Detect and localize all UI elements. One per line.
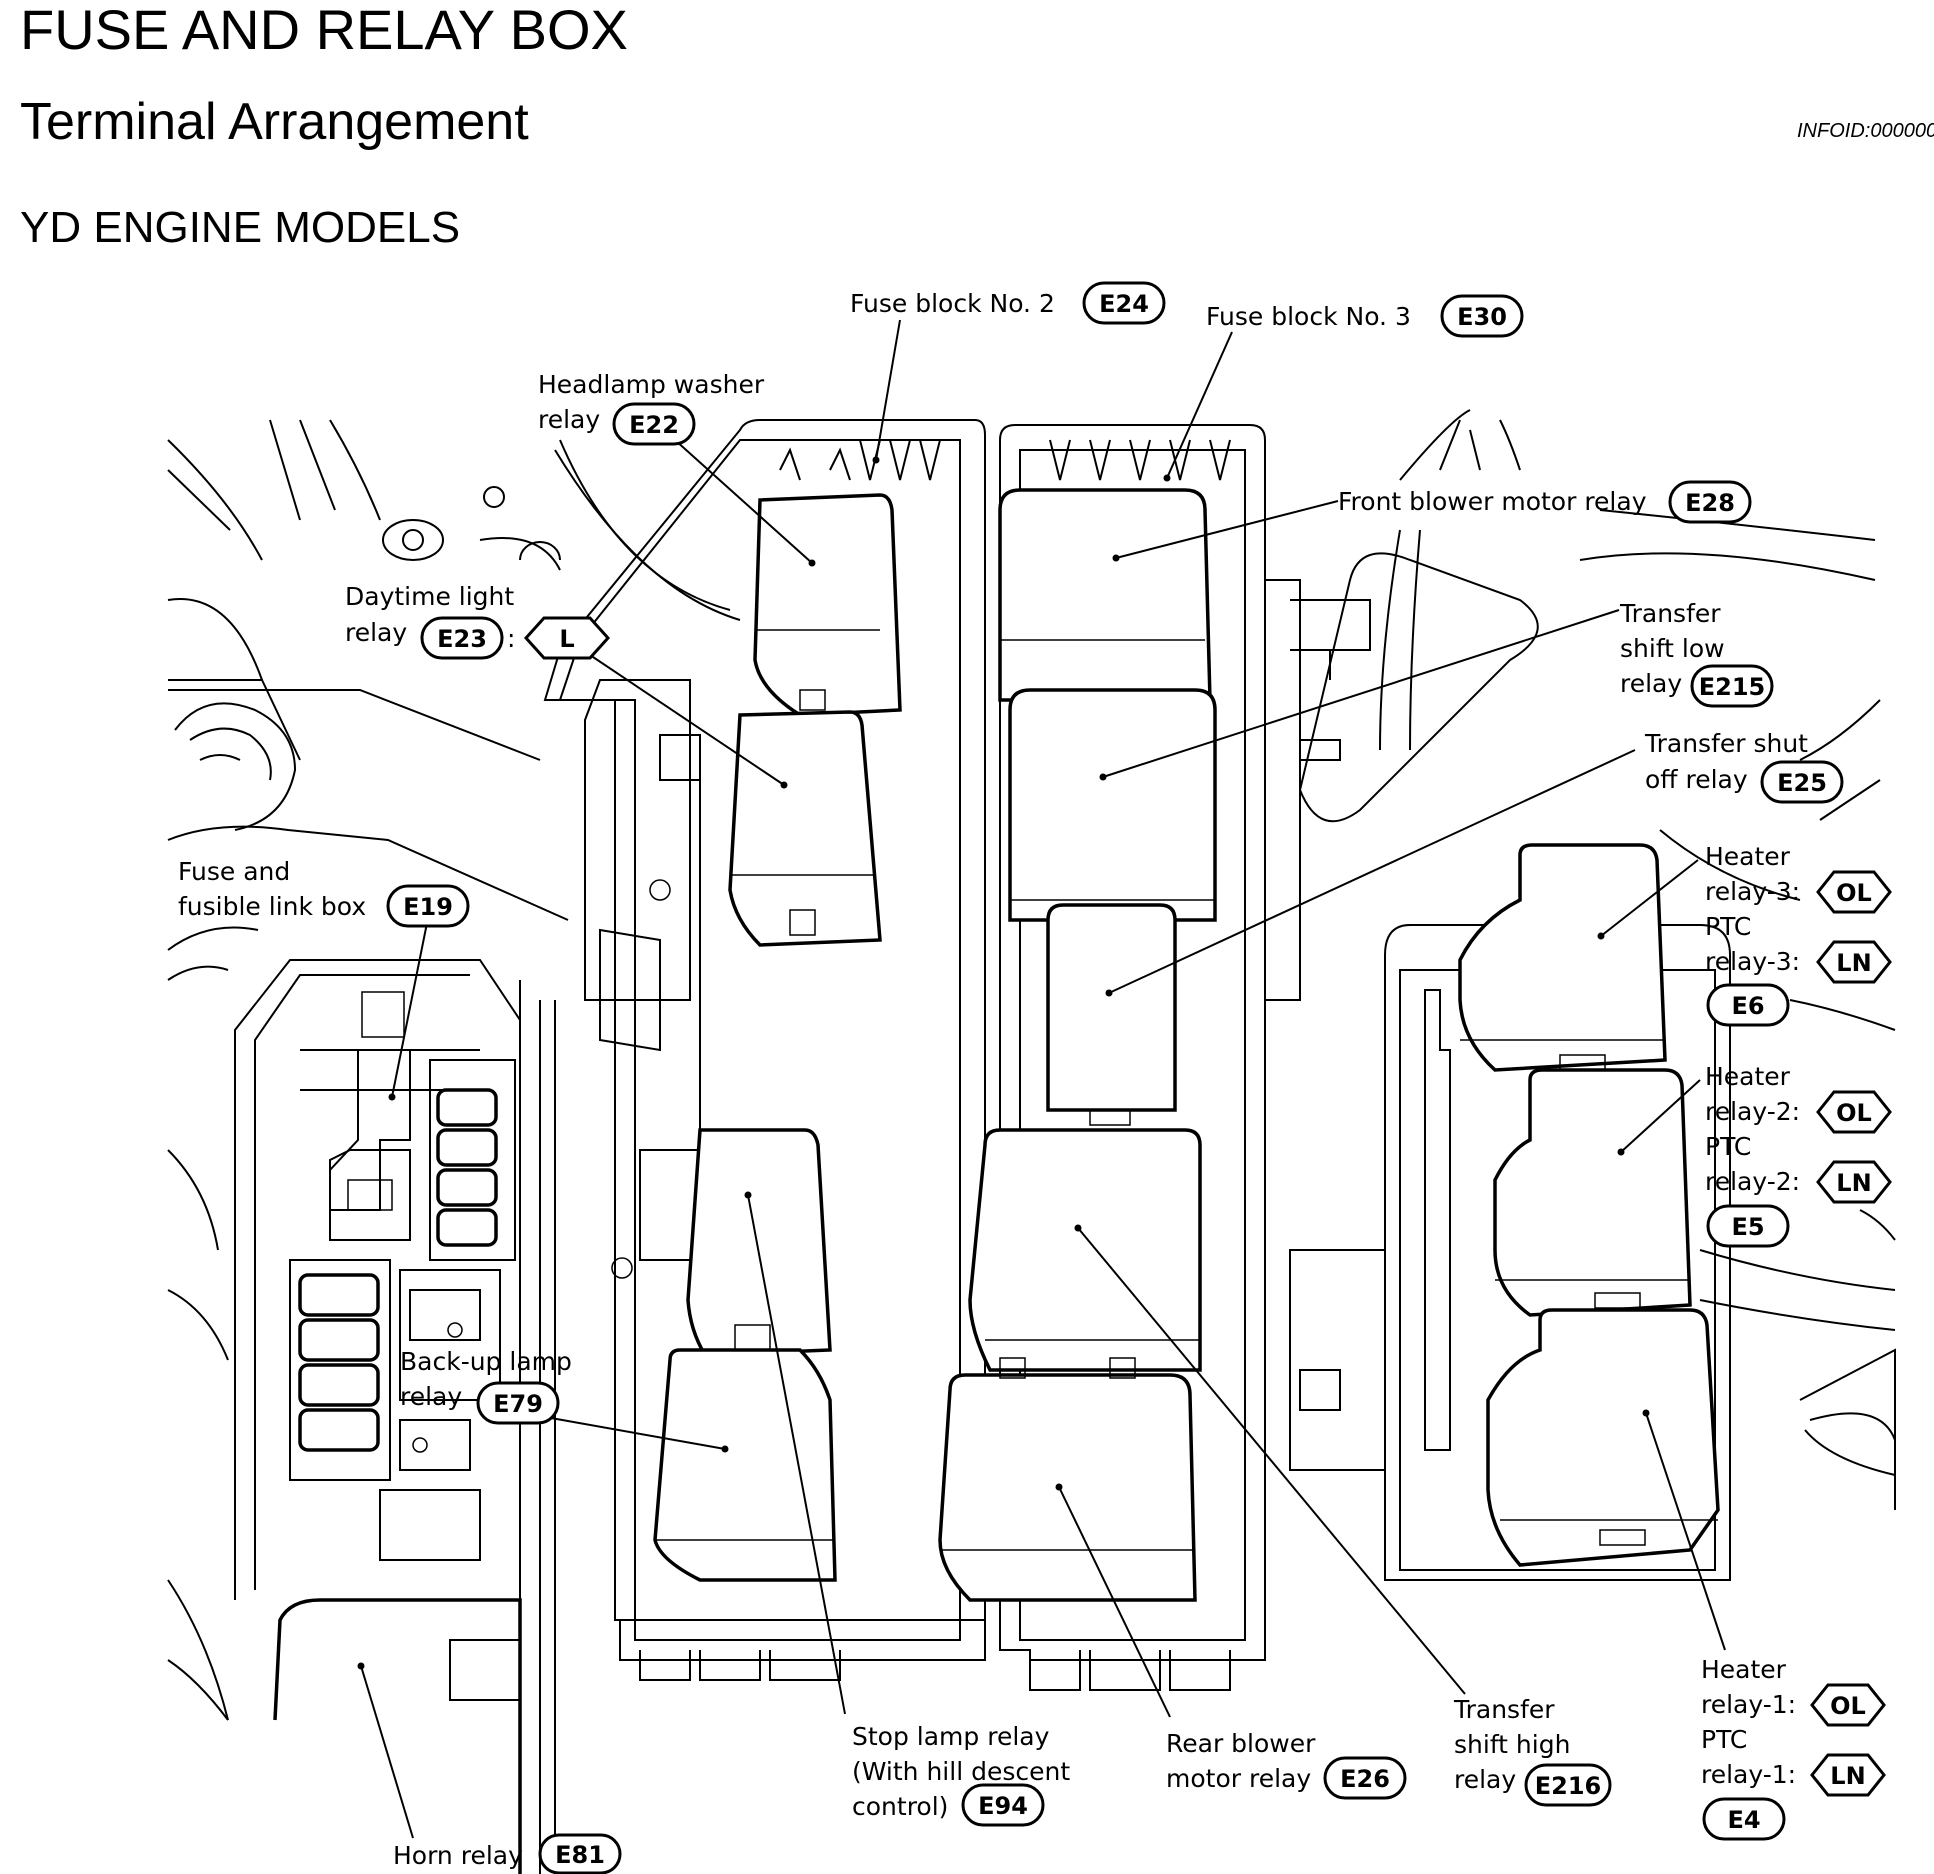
- callout-label: relay-2:: [1705, 1167, 1800, 1196]
- rear-blower-motor-relay: [938, 1357, 1197, 1602]
- callout-transfer-shut-off-relay: Transfer shut off relay E25: [1644, 729, 1844, 804]
- callout-label: Transfer: [1619, 599, 1721, 628]
- connector-code: E26: [1340, 1765, 1390, 1793]
- transfer-shut-off-relay: [1046, 903, 1177, 1126]
- callout-heater-relay-2: Heater relay-2: OL PTC relay-2: LN E5: [1705, 1062, 1892, 1248]
- callout-label: Rear blower: [1166, 1729, 1316, 1758]
- callout-label: relay-2:: [1705, 1097, 1800, 1126]
- callout-label: off relay: [1645, 765, 1748, 794]
- connector-code: LN: [1836, 1169, 1871, 1197]
- callout-label: relay: [400, 1382, 462, 1411]
- connector-code: OL: [1836, 879, 1872, 907]
- callout-backup-lamp-relay: Back-up lamp relay E79: [400, 1347, 572, 1425]
- headlamp-washer-relay: [753, 493, 902, 717]
- callout-horn-relay: Horn relay E81: [393, 1833, 622, 1874]
- relays: [653, 488, 1720, 1602]
- callout-label: relay: [1620, 669, 1682, 698]
- connector-code: OL: [1830, 1692, 1866, 1720]
- callout-label: Heater: [1701, 1655, 1787, 1684]
- callout-label: PTC: [1705, 912, 1751, 941]
- callout-label: Transfer: [1453, 1695, 1555, 1724]
- callout-transfer-shift-high-relay: Transfer shift high relay E216: [1453, 1695, 1612, 1807]
- connector-code: E81: [555, 1841, 605, 1869]
- connector-code: E25: [1777, 769, 1827, 797]
- callout-label: Transfer shut: [1644, 729, 1808, 758]
- callout-label: shift low: [1620, 634, 1725, 663]
- stop-lamp-relay: [686, 1128, 832, 1357]
- connector-code: E19: [403, 893, 453, 921]
- daytime-light-relay: [728, 710, 882, 947]
- connector-code: E28: [1685, 489, 1735, 517]
- transfer-shift-high-relay: [968, 1128, 1202, 1372]
- callout-label: Daytime light: [345, 582, 514, 611]
- callout-rear-blower-motor-relay: Rear blower motor relay E26: [1166, 1729, 1407, 1800]
- callout-label: Back-up lamp: [400, 1347, 572, 1376]
- callout-separator: :: [507, 624, 515, 653]
- callout-label: Headlamp washer: [538, 370, 765, 399]
- connector-code: E94: [978, 1792, 1028, 1820]
- callout-label: Fuse block No. 3: [1206, 302, 1411, 331]
- callout-label: relay: [345, 618, 407, 647]
- backup-lamp-relay: [653, 1348, 837, 1582]
- callout-label: PTC: [1705, 1132, 1751, 1161]
- callout-label: fusible link box: [178, 892, 366, 921]
- page-subtitle: Terminal Arrangement: [20, 93, 529, 151]
- callout-heater-relay-1: Heater relay-1: OL PTC relay-1: LN E4: [1701, 1655, 1886, 1841]
- connector-code: LN: [1836, 949, 1871, 977]
- callout-fuse-block-3: Fuse block No. 3 E30: [1206, 294, 1524, 338]
- fuse-block-2-housing: [543, 419, 986, 1681]
- heater-relay-1: [1486, 1308, 1720, 1567]
- connector-code: E79: [493, 1390, 543, 1418]
- heater-relay-2: [1493, 1068, 1692, 1317]
- callout-label: Heater: [1705, 1062, 1791, 1091]
- callout-label: relay: [1454, 1765, 1516, 1794]
- connector-code: LN: [1830, 1762, 1865, 1790]
- connector-code: E6: [1731, 992, 1764, 1020]
- front-blower-motor-relay: [998, 488, 1212, 702]
- connector-code: E23: [437, 625, 487, 653]
- callout-label: control): [852, 1792, 948, 1821]
- callout-label: Front blower motor relay: [1338, 487, 1647, 516]
- connector-code: E215: [1699, 673, 1766, 701]
- connector-code: E22: [629, 411, 679, 439]
- fuse-link-box: [234, 959, 556, 1874]
- callout-label: motor relay: [1166, 1764, 1311, 1793]
- callout-front-blower-motor-relay: Front blower motor relay E28: [1338, 480, 1752, 524]
- callout-label: Fuse and: [178, 857, 290, 886]
- connector-code: E5: [1731, 1213, 1764, 1241]
- connector-code: L: [559, 625, 574, 653]
- callout-label: Stop lamp relay: [852, 1722, 1050, 1751]
- callout-label: Horn relay: [393, 1841, 523, 1870]
- callout-label: relay-1:: [1701, 1690, 1796, 1719]
- callout-label: PTC: [1701, 1725, 1747, 1754]
- leader-lines: [357, 319, 1726, 1839]
- section-heading: YD ENGINE MODELS: [20, 203, 461, 252]
- connector-code: OL: [1836, 1099, 1872, 1127]
- callout-transfer-shift-low-relay: Transfer shift low relay E215: [1619, 599, 1774, 708]
- callout-label: relay-1:: [1701, 1760, 1796, 1789]
- callout-daytime-light-relay: Daytime light relay E23 : L: [345, 582, 611, 660]
- callout-heater-relay-3: Heater relay-3: OL PTC relay-3: LN E6: [1705, 842, 1892, 1027]
- callout-label: Fuse block No. 2: [850, 289, 1055, 318]
- callout-label: Heater: [1705, 842, 1791, 871]
- connector-code: E4: [1727, 1806, 1760, 1834]
- callout-headlamp-washer-relay: Headlamp washer relay E22: [538, 370, 765, 446]
- connector-code: E30: [1457, 303, 1507, 331]
- callout-label: (With hill descent: [852, 1757, 1070, 1786]
- callout-label: shift high: [1454, 1730, 1570, 1759]
- callout-stop-lamp-relay: Stop lamp relay (With hill descent contr…: [852, 1722, 1070, 1827]
- callout-fuse-block-2: Fuse block No. 2 E24: [850, 281, 1166, 325]
- callout-label: relay-3:: [1705, 947, 1800, 976]
- heater-relay-3: [1458, 843, 1667, 1072]
- callout-label: relay: [538, 405, 600, 434]
- page-title: FUSE AND RELAY BOX: [20, 0, 628, 61]
- connector-code: E24: [1099, 290, 1149, 318]
- connector-code: E216: [1535, 1772, 1602, 1800]
- engine-bay-background: [167, 409, 1896, 1721]
- info-id: INFOID:000000: [1797, 120, 1934, 142]
- callout-fuse-fusible-link-box: Fuse and fusible link box E19: [178, 857, 470, 928]
- callout-label: relay-3:: [1705, 877, 1800, 906]
- transfer-shift-low-relay: [1008, 688, 1217, 922]
